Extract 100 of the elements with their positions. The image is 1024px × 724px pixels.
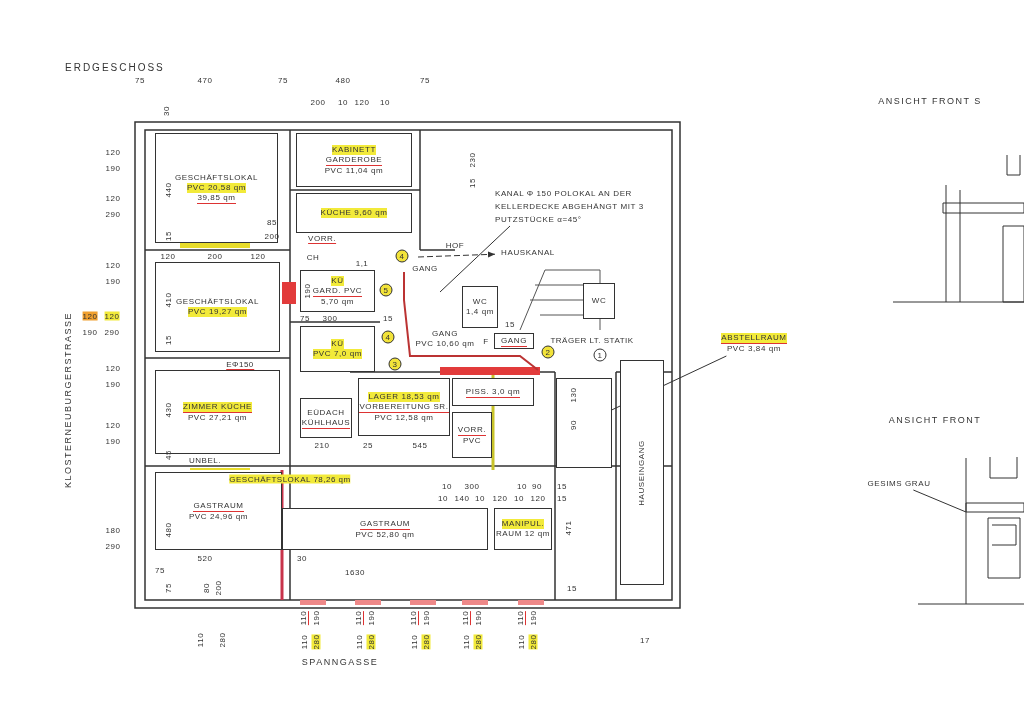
dimension-number: 110 [461,634,471,650]
callout-number: 5 [379,283,393,297]
view-title: ANSICHT FRONT S [878,96,982,106]
dimension-number: 140 [454,493,470,503]
dimension-number: 120 [105,147,121,157]
dimension-number: 10 [475,493,485,503]
room [358,378,450,436]
dimension-number: 471 [563,520,573,536]
dimension-number: 120 [492,493,508,503]
room [494,508,552,550]
dimension-number: 15 [467,178,477,188]
note-text: TRÄGER LT. STATIK [550,335,634,345]
note-text: HAUSKANAL [501,248,555,258]
dimension-number: 110 [461,610,471,626]
room [300,270,375,312]
dimension-number: 120 [105,260,121,270]
dimension-number: 110 [195,632,205,648]
room-label: 39,85 qm [197,192,236,204]
dimension-number: 190 [366,610,376,626]
dimension-number: 280 [421,634,431,650]
dimension-number: 85 [267,217,277,227]
note-text: KANAL Φ 150 POLOKAL AN DER KELLERDECKE ABGEHÄNGT MIT 3 PUTZSTÜCKE α=45° [495,187,645,226]
leader-line [912,489,967,513]
room-note: GANG [412,263,438,273]
dimension-number: 1,1 [355,258,369,268]
room-label: LAGER 18,53 qm [368,391,440,402]
leader-line [439,225,511,293]
dimension-number: 190 [311,610,321,626]
dimension-number: 190 [528,610,538,626]
dimension-number: 10 [514,493,524,503]
room-label: KÜCHE 9,60 qm [320,208,388,218]
dimension-number: 190 [105,436,121,446]
dimension-number: 10 [438,493,448,503]
note-text: PVC 10,60 qm [415,339,475,349]
street-name: SPANNGASSE [301,657,379,667]
dimension-number: 130 [568,387,578,403]
room-note: HOF [445,240,465,250]
dimension-number: 75 [278,75,288,85]
callout-number: 4 [395,249,409,263]
room [556,378,612,468]
dimension-number: 15 [383,313,393,323]
dimension-number: 15 [505,319,515,329]
dimension-number: 110 [409,634,419,650]
dimension-number: 15 [557,481,567,491]
room [155,133,278,243]
room-label: 1,4 qm [465,307,495,317]
street-name: KLOSTERNEUBURGERSTRASSE [63,312,73,488]
dimension-number: 480 [335,75,351,85]
callout-number: 4 [381,330,395,344]
room-label: PVC 12,58 qm [374,412,434,423]
dimension-number: 470 [197,75,213,85]
dimension-number: 210 [314,440,330,450]
dimension-number: 290 [104,327,120,337]
room-label: PVC 24,96 qm [188,511,249,522]
dimension-number: 290 [105,541,121,551]
dimension-number: 120 [105,193,121,203]
dimension-number: 190 [105,163,121,173]
dimension-number: 110 [354,610,364,626]
note-text: PVC 3,84 qm [726,343,782,354]
dimension-number: 30 [297,553,307,563]
dimension-number: 430 [163,402,173,418]
dimension-number: 110 [354,634,364,650]
dimension-number: 25 [363,440,373,450]
dimension-number: 280 [311,634,321,650]
room-label: GANG [501,335,527,347]
room-label: KÜ [331,339,344,349]
dimension-number: 280 [473,634,483,650]
note-text: GESIMS GRAU [867,479,931,489]
dimension-number: 1630 [345,567,365,577]
view-title: ANSICHT FRONT [888,415,982,425]
dimension-number: 300 [464,481,480,491]
dimension-number: 280 [217,632,227,648]
room-label: HAUSEINGANG [637,439,647,506]
dimension-number: 190 [105,276,121,286]
room [296,133,412,187]
room-label: VORBEREITUNG SR. [359,401,449,413]
dimension-number: 200 [207,251,223,261]
room-label: KÜ [331,275,344,286]
room-label: MANIPUL. [501,519,545,529]
dimension-number: 180 [105,525,121,535]
room-label: PVC 7,0 qm [312,349,363,359]
room-label: PISS. 3,0 qm [465,386,521,398]
dimension-number: 120 [105,420,121,430]
dimension-number: 110 [409,610,419,626]
dimension-number: 17 [640,635,650,645]
room-label: GESCHÄFTSLOKAL [174,172,259,183]
dimension-number: 120 [160,251,176,261]
dimension-number: 75 [163,583,173,593]
dimension-number: 90 [532,481,542,491]
dimension-number: 110 [516,634,526,650]
room-label: WC [472,297,488,307]
room [296,193,412,233]
dimension-number: 75 [155,565,165,575]
room-note: CH [306,252,320,262]
room-label: PVC 11,04 qm [324,165,384,176]
note-text: GANG [432,329,458,339]
note-text: ABSTELLRAUM [721,332,787,344]
dimension-number: 190 [82,327,98,337]
room-label: GESCHÄFTSLOKAL [175,297,260,307]
room [452,378,534,406]
